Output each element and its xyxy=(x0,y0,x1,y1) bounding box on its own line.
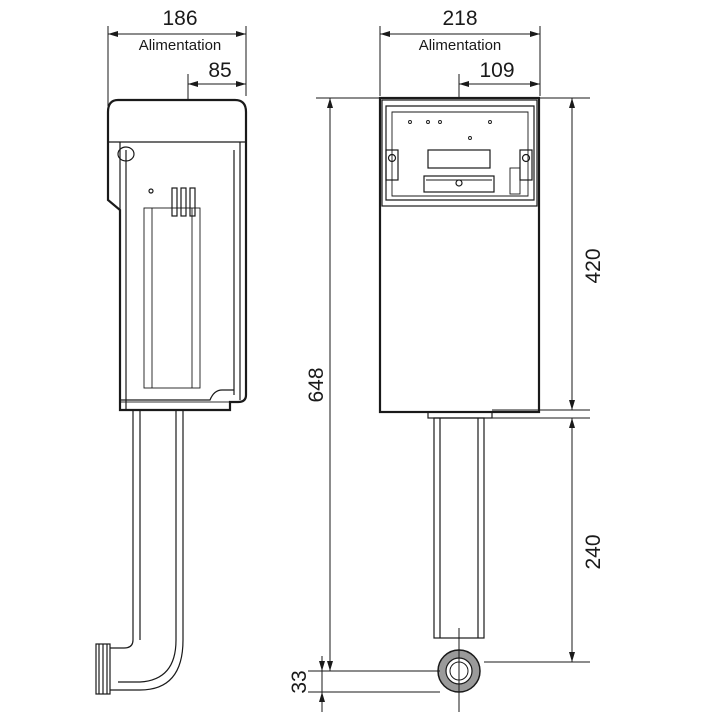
side-width-dimension: 186 Alimentation xyxy=(107,7,247,106)
front-width-value: 218 xyxy=(442,7,477,30)
side-outlet-pipe xyxy=(95,410,184,695)
side-width-label: Alimentation xyxy=(139,37,222,54)
front-cistern-body xyxy=(378,96,541,419)
side-inlet-value: 85 xyxy=(208,59,231,82)
front-total-height-value: 648 xyxy=(305,367,328,402)
front-inlet-value: 109 xyxy=(479,59,514,82)
pipe-height-dimension: 240 xyxy=(484,417,605,663)
tank-height-dimension: 420 xyxy=(492,97,605,411)
side-view: 186 Alimentation 85 xyxy=(95,7,248,695)
side-inlet-dimension: 85 xyxy=(187,59,246,150)
side-width-value: 186 xyxy=(162,7,197,30)
front-total-height-dimension: 648 xyxy=(305,97,440,672)
side-cistern-body xyxy=(106,98,248,412)
tank-height-value: 420 xyxy=(582,248,605,283)
front-view: 218 Alimentation 109 xyxy=(288,7,605,712)
pipe-diameter-dimension: 33 xyxy=(288,656,440,712)
front-width-label: Alimentation xyxy=(419,37,502,54)
pipe-height-value: 240 xyxy=(582,534,605,569)
front-outlet-pipe xyxy=(433,417,485,712)
pipe-diameter-value: 33 xyxy=(288,670,311,693)
front-width-dimension: 218 Alimentation xyxy=(379,7,541,96)
